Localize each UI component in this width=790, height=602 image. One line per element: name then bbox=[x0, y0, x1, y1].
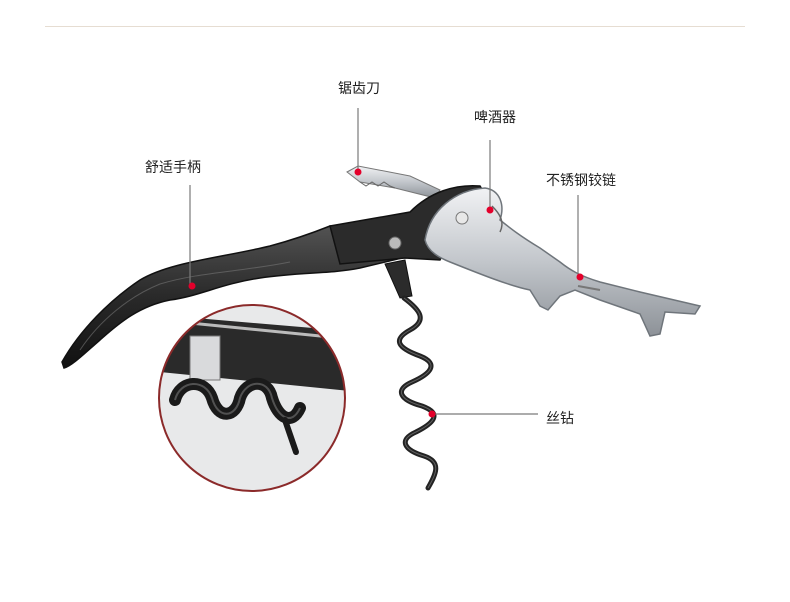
label-steel-hinge: 不锈钢铰链 bbox=[546, 173, 616, 189]
callout-markers bbox=[188, 168, 584, 418]
corkscrew-worm bbox=[384, 259, 439, 491]
steel-lever bbox=[424, 187, 702, 337]
zoom-inset bbox=[158, 304, 346, 492]
label-worm: 丝钻 bbox=[546, 411, 574, 427]
marker-hinge bbox=[576, 273, 584, 281]
label-handle: 舒适手柄 bbox=[145, 160, 201, 176]
marker-bottle bbox=[486, 206, 494, 214]
label-serrated-knife: 锯齿刀 bbox=[338, 81, 380, 97]
leader-lines bbox=[189, 108, 579, 415]
marker-saw bbox=[354, 168, 362, 176]
marker-screw bbox=[428, 410, 436, 418]
top-divider bbox=[45, 26, 745, 27]
handle bbox=[61, 221, 411, 369]
label-bottle-opener: 啤酒器 bbox=[474, 110, 516, 126]
marker-handle bbox=[188, 282, 196, 290]
